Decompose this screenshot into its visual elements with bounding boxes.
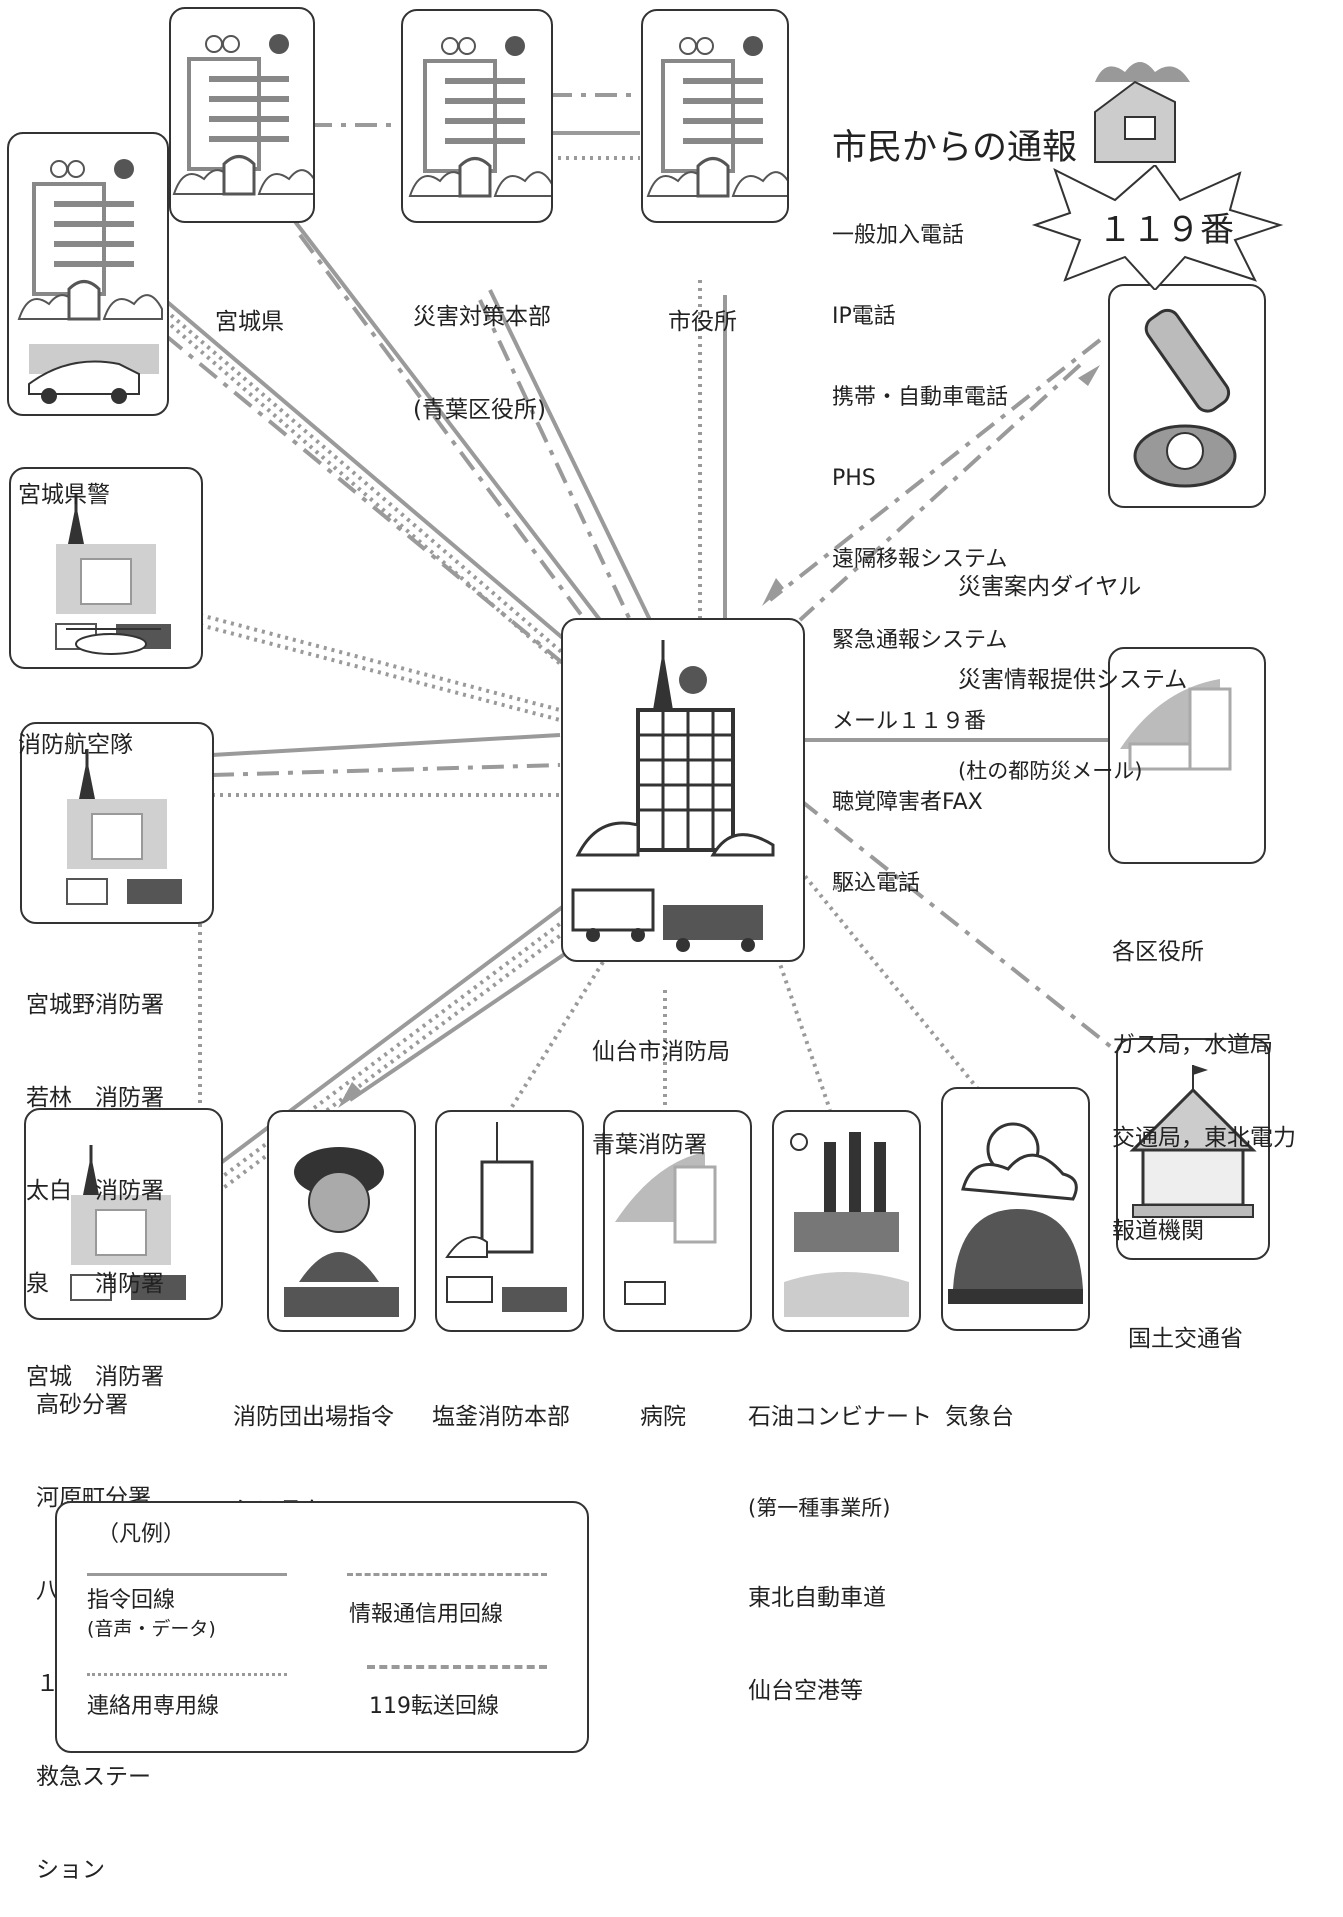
legend-info-label: 情報通信用回線 [349, 1602, 504, 1627]
legend-transfer-label: 119転送回線 [369, 1694, 499, 1719]
hospital-node [603, 1110, 752, 1332]
city-hall-node [641, 9, 789, 223]
petro-node [772, 1110, 921, 1332]
legend-command-sub: (音声・データ) [87, 1618, 216, 1640]
ambulance-icon [571, 888, 655, 932]
police-label: 宮城県警 [18, 482, 110, 508]
factory-icon [784, 1132, 909, 1317]
fire-hq-tower-icon [571, 640, 775, 952]
mlit-node [1116, 1038, 1270, 1260]
stations-node [20, 722, 214, 924]
line-police-dashdot [163, 333, 567, 667]
shiogama-label: 塩釜消防本部 [432, 1404, 570, 1430]
aviation-label: 消防航空隊 [18, 732, 133, 758]
line-weather-dotted [798, 868, 997, 1112]
office-icon [1120, 679, 1232, 771]
ambulance-icon [624, 1281, 666, 1305]
weather-node [941, 1087, 1090, 1331]
legend-box: （凡例） 指令回線 (音声・データ) 情報通信用回線 連絡用専用線 119転送回… [55, 1501, 589, 1753]
line-wards-dashdot [798, 798, 1117, 1052]
legend-liaison-label: 連絡用専用線 [87, 1694, 220, 1719]
office-building-icon [403, 11, 551, 221]
legend-title: （凡例） [97, 1522, 186, 1547]
center-label: 仙台市消防局 青葉消防署 [592, 1039, 730, 1158]
police-node [7, 132, 169, 416]
starburst-badge [1031, 165, 1284, 290]
line-citizen-dashdot-a [768, 338, 1102, 602]
police-car-icon [28, 360, 140, 395]
legend-transfer-line [367, 1665, 547, 1669]
line-police-dotted-a [163, 308, 567, 657]
miyagi-pref-node [169, 7, 315, 223]
emergency-119-badge: １１９番 [1098, 210, 1234, 250]
legend-info-line [347, 1573, 547, 1576]
citizen-report-list: 一般加入電話 IP電話 携帯・自動車電話 PHS 遠隔移報システム 緊急通報シス… [832, 223, 1009, 896]
line-stations-solid [211, 733, 561, 757]
mlit-label: 国土交通省 [1128, 1326, 1243, 1352]
observatory-icon [948, 1122, 1083, 1304]
line-pref-solid [288, 213, 602, 622]
fire-hq-tower-icon [445, 1122, 567, 1312]
disaster-info-label: 災害案内ダイヤル 災害情報提供システム (杜の都防災メール) [958, 574, 1188, 783]
shiogama-node [435, 1110, 584, 1332]
legend-liaison-line [87, 1673, 287, 1676]
line-pref-dashdot [298, 233, 587, 622]
arrow-to-center [762, 578, 784, 606]
helicopter-icon [75, 633, 147, 655]
arrow-to-citizen [1078, 365, 1100, 386]
police-building-icon [9, 134, 167, 404]
city-hall-label: 市役所 [668, 309, 737, 335]
line-shiogama-dotted [508, 933, 622, 1112]
line-hq-solid [488, 289, 652, 621]
line-aviation-dotted-b [199, 623, 561, 722]
government-building-icon [1129, 1065, 1257, 1218]
petro-label: 石油コンビナート (第一種事業所) 東北自動車道 仙台空港等 [748, 1404, 932, 1704]
line-hq-dashdot [478, 299, 632, 621]
line-stations-dashdot [211, 763, 561, 777]
line-aviation-dotted-a [199, 613, 561, 712]
office-building-icon [643, 11, 787, 221]
line-police-dotted-b [163, 318, 567, 670]
line-firecorps-solid [348, 928, 602, 1102]
center-fire-hq-node [561, 618, 805, 962]
hospital-building-icon [615, 1152, 717, 1305]
disaster-hq-node [401, 9, 553, 223]
fire-engine-icon [663, 905, 763, 940]
office-building-icon [171, 9, 313, 221]
arrow-firecorps [338, 1082, 362, 1108]
aviation-node [9, 467, 203, 669]
flag-icon [1193, 1065, 1208, 1075]
citizen-report-title: 市民からの通報 [832, 128, 1078, 168]
hospital-label: 病院 [640, 1404, 686, 1430]
line-citizen-dashdot-b [798, 363, 1082, 622]
weather-label: 気象台 [945, 1404, 1014, 1430]
fire-corps-node [267, 1110, 416, 1332]
aviation-building-icon [54, 492, 173, 655]
mobile-phone-icon [1144, 308, 1231, 413]
burning-house-icon [1094, 62, 1190, 163]
disaster-hq-label: 災害対策本部 (青葉区役所) [413, 304, 551, 423]
telephone-icon [1133, 308, 1237, 488]
wards-node [1108, 647, 1266, 864]
ship-icon [784, 1272, 909, 1317]
line-police-solid [163, 298, 567, 642]
branches-node [24, 1108, 223, 1320]
wards-label: 各区役所 ガス局，水道局 交通局，東北電力 報道機関 [1112, 939, 1296, 1244]
legend-command-label: 指令回線 [87, 1588, 176, 1613]
firefighter-icon [284, 1147, 399, 1317]
citizen-phone-node [1108, 284, 1266, 508]
legend-command-line [87, 1573, 287, 1576]
stations-label: 宮城野消防署 若林 消防署 太白 消防署 泉 消防署 宮城 消防署 [26, 992, 164, 1390]
fire-engine-icon [284, 1287, 399, 1317]
miyagi-pref-label: 宮城県 [215, 309, 284, 335]
